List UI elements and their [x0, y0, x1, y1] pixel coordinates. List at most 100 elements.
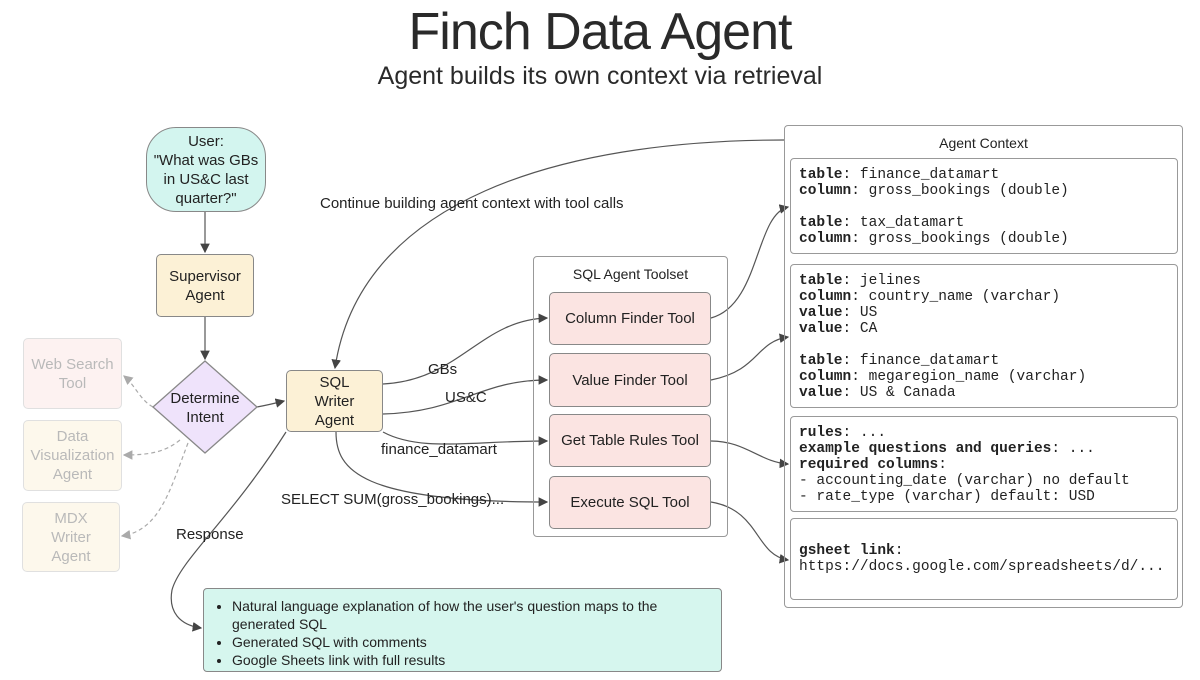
context-key: value — [799, 321, 843, 337]
arrow-intent-sql — [256, 398, 286, 408]
context-value: : US — [842, 305, 878, 321]
response-box: Natural language explanation of how the … — [203, 588, 722, 672]
value-finder-tool: Value Finder Tool — [549, 353, 711, 407]
context-key: column — [799, 231, 852, 247]
context-key: column — [799, 369, 852, 385]
context-key: table — [799, 167, 843, 183]
context-box-gsheet: gsheet link:https://docs.google.com/spre… — [790, 518, 1178, 600]
context-line: table: tax_datamart — [799, 215, 1169, 231]
context-key: example questions and queries — [799, 441, 1052, 457]
context-value: : — [938, 457, 947, 473]
determine-intent-label: Determine Intent — [170, 390, 240, 426]
context-key: value — [799, 385, 843, 401]
supervisor-agent-node: Supervisor Agent — [156, 254, 254, 317]
context-value: : US & Canada — [842, 385, 956, 401]
determine-intent-diamond — [152, 360, 258, 454]
context-line: table: finance_datamart — [799, 167, 1169, 183]
data-visualization-agent-node: Data Visualization Agent — [23, 420, 122, 491]
context-key: table — [799, 273, 843, 289]
agent-context-panel: Agent Context — [784, 125, 1183, 608]
arrow-col-ctx — [710, 204, 790, 319]
arrow-intent-mdx — [120, 442, 189, 540]
get-table-rules-tool: Get Table Rules Tool — [549, 414, 711, 467]
arrow-continue — [331, 139, 785, 370]
context-line: column: country_name (varchar) — [799, 289, 1169, 305]
context-value: : ... — [1051, 441, 1095, 457]
context-key: column — [799, 183, 852, 199]
context-line: table: finance_datamart — [799, 353, 1169, 369]
context-line: gsheet link: — [799, 543, 1169, 559]
arrow-usc — [382, 375, 549, 415]
context-value: : ... — [842, 425, 887, 441]
context-line: value: CA — [799, 321, 1169, 337]
context-box-rules: rules: ...example questions and queries:… — [790, 416, 1178, 512]
arrow-val-ctx — [710, 333, 790, 381]
context-line: - accounting_date (varchar) no default — [799, 473, 1169, 489]
execute-sql-tool: Execute SQL Tool — [549, 476, 711, 529]
context-line: table: jelines — [799, 273, 1169, 289]
arrow-gbs — [382, 313, 549, 385]
context-line — [799, 199, 1169, 215]
column-finder-tool: Column Finder Tool — [549, 292, 711, 345]
arrow-finance — [382, 431, 549, 446]
page-subtitle: Agent builds its own context via retriev… — [377, 62, 823, 90]
context-value: : finance_datamart — [842, 167, 1000, 183]
context-value: : gross_bookings (double) — [851, 231, 1069, 247]
context-line: value: US & Canada — [799, 385, 1169, 401]
user-query-node: User: "What was GBs in US&C last quarter… — [146, 127, 266, 212]
context-value: : finance_datamart — [842, 353, 1000, 369]
context-line: column: gross_bookings (double) — [799, 183, 1169, 199]
context-line: required columns: — [799, 457, 1169, 473]
context-key: value — [799, 305, 843, 321]
context-line: example questions and queries: ... — [799, 441, 1169, 457]
arrow-intent-viz — [122, 439, 181, 460]
web-search-tool-node: Web Search Tool — [23, 338, 122, 409]
context-line: column: megaregion_name (varchar) — [799, 369, 1169, 385]
sql-writer-agent-node: SQL Writer Agent — [286, 370, 383, 432]
response-item: Google Sheets link with full results — [232, 651, 711, 669]
arrow-intent-web — [123, 375, 154, 408]
page-title: Finch Data Agent — [408, 3, 793, 61]
mdx-writer-agent-node: MDX Writer Agent — [22, 502, 120, 572]
context-key: table — [799, 215, 843, 231]
toolset-title: SQL Agent Toolset — [572, 266, 689, 282]
arrow-response — [170, 431, 287, 632]
context-value: : CA — [842, 321, 878, 337]
context-line — [799, 527, 1169, 543]
context-value: : tax_datamart — [842, 215, 965, 231]
context-value: : country_name (varchar) — [851, 289, 1061, 305]
sql-agent-toolset: SQL Agent Toolset — [533, 256, 728, 537]
context-key: table — [799, 353, 843, 369]
context-value: : — [894, 543, 904, 559]
arrow-exec-ctx — [710, 501, 790, 564]
context-line: value: US — [799, 305, 1169, 321]
response-item: Generated SQL with comments — [232, 633, 711, 651]
context-value: : megaregion_name (varchar) — [851, 369, 1087, 385]
context-key: required columns — [799, 457, 939, 473]
arrow-rules-ctx — [710, 440, 790, 469]
edge-label-gbs: GBs — [428, 361, 458, 378]
edge-label-select: SELECT SUM(gross_bookings)... — [281, 491, 505, 508]
context-key: rules — [799, 425, 843, 441]
context-value: - rate_type (varchar) default: USD — [799, 489, 1095, 505]
context-value: : jelines — [842, 273, 921, 289]
context-line: https://docs.google.com/spreadsheets/d/.… — [799, 559, 1169, 575]
context-key: gsheet link — [799, 543, 895, 559]
edge-label-usc: US&C — [445, 389, 487, 406]
edge-label-finance: finance_datamart — [381, 441, 497, 458]
arrow-select — [335, 431, 549, 507]
agent-context-title: Agent Context — [939, 135, 1028, 151]
context-key: column — [799, 289, 852, 305]
context-value: - accounting_date (varchar) no default — [799, 473, 1130, 489]
context-line: column: gross_bookings (double) — [799, 231, 1169, 247]
context-line — [799, 337, 1169, 353]
context-line: rules: ... — [799, 425, 1169, 441]
response-item: Natural language explanation of how the … — [232, 597, 711, 633]
edge-label-continue: Continue building agent context with too… — [320, 195, 624, 212]
context-line: - rate_type (varchar) default: USD — [799, 489, 1169, 505]
context-value: : gross_bookings (double) — [851, 183, 1069, 199]
edge-label-response: Response — [176, 526, 244, 543]
